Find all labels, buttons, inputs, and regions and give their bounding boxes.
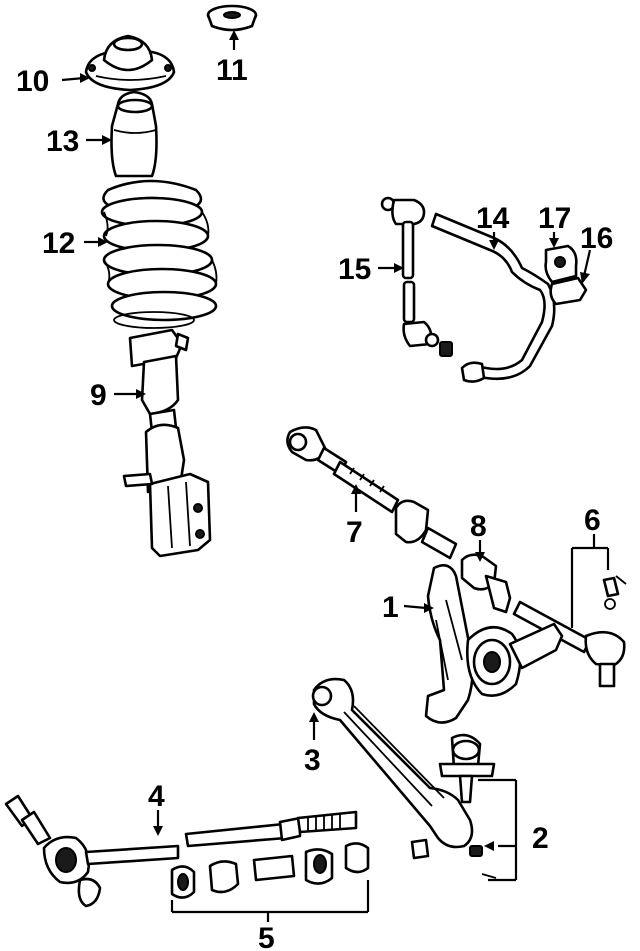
callout-9: 9 [90,379,107,412]
callout-15: 15 [338,253,371,286]
part-8-link-bushing [460,553,512,614]
callout-2: 2 [532,822,549,855]
part-11-upper-insulator [206,4,258,32]
part-17-bushing [544,244,578,284]
callout-labels: 10 11 13 12 9 15 14 17 16 7 8 6 1 3 2 4 … [16,54,613,951]
part-10-strut-mount [84,34,176,92]
part-9-strut-absorber [122,328,212,558]
part-3-lower-arm [311,677,474,849]
callout-6: 6 [584,504,601,537]
callout-13: 13 [46,125,79,158]
callout-1: 1 [382,591,399,624]
callout-17: 17 [538,202,571,235]
callout-7: 7 [346,516,363,549]
part-15-stabilizer-link [380,196,453,357]
part-12-coil-spring [100,179,218,329]
part-7-lateral-link [286,426,458,560]
part-2-ball-joint [438,733,497,879]
callout-10: 10 [16,65,49,98]
callout-14: 14 [476,202,510,235]
part-16-bracket [549,276,588,306]
leader-lines [61,30,610,922]
part-5-bushing-kit [170,838,430,899]
part-1-knuckle [424,564,564,724]
callout-16: 16 [580,222,613,255]
part-6-tie-rod-end [512,575,627,688]
part-13-bump-stop [110,90,158,178]
callout-12: 12 [42,227,75,260]
callout-11: 11 [216,54,248,87]
callout-5: 5 [258,922,275,951]
part-4-rear-rod [4,794,358,908]
callout-4: 4 [148,780,165,813]
callout-8: 8 [470,510,487,543]
callout-3: 3 [304,744,321,777]
